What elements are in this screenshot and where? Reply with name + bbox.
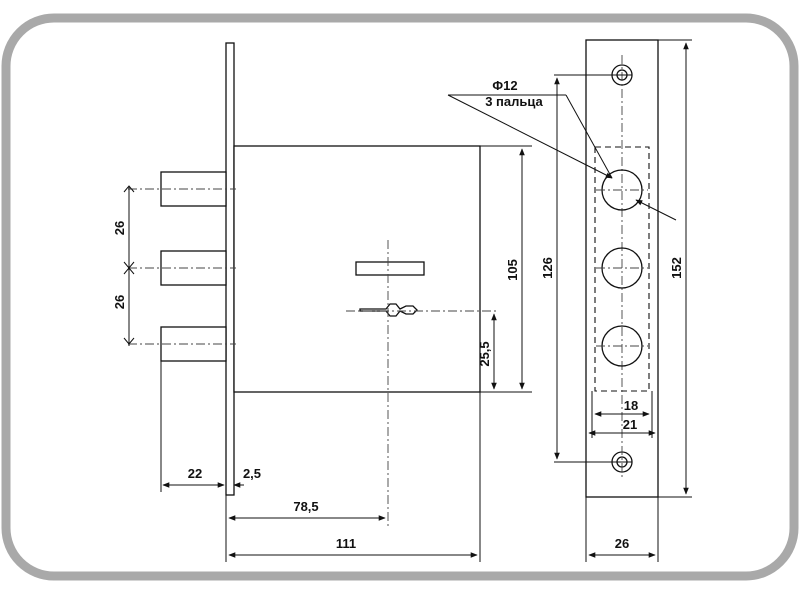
dim-bolt-throw: 22 (188, 466, 202, 481)
pin-middle (596, 247, 648, 289)
key-slot (355, 261, 425, 276)
callout-pin-diameter: Φ12 (492, 78, 517, 93)
dim-plate-length: 152 (669, 257, 684, 279)
callout-pin-count: 3 пальца (485, 94, 543, 109)
dim-backset: 78,5 (293, 499, 318, 514)
dim-bolt-pitch-2: 26 (112, 295, 127, 309)
dim-fix-hole-spacing: 126 (540, 257, 555, 279)
dim-bolt-pitch-1: 26 (112, 221, 127, 235)
pin-top (596, 169, 648, 211)
dim-case-width: 111 (336, 536, 356, 551)
pin-bottom (596, 325, 648, 367)
dim-case-height: 105 (505, 259, 520, 281)
dim-plate-thickness: 2,5 (243, 466, 261, 481)
dim-key-offset: 25,5 (477, 341, 492, 366)
front-plate (225, 42, 235, 496)
dim-pin-window: 18 (624, 398, 638, 413)
dim-plate-width: 26 (615, 536, 629, 551)
dim-pin-window-outer: 21 (623, 417, 637, 432)
